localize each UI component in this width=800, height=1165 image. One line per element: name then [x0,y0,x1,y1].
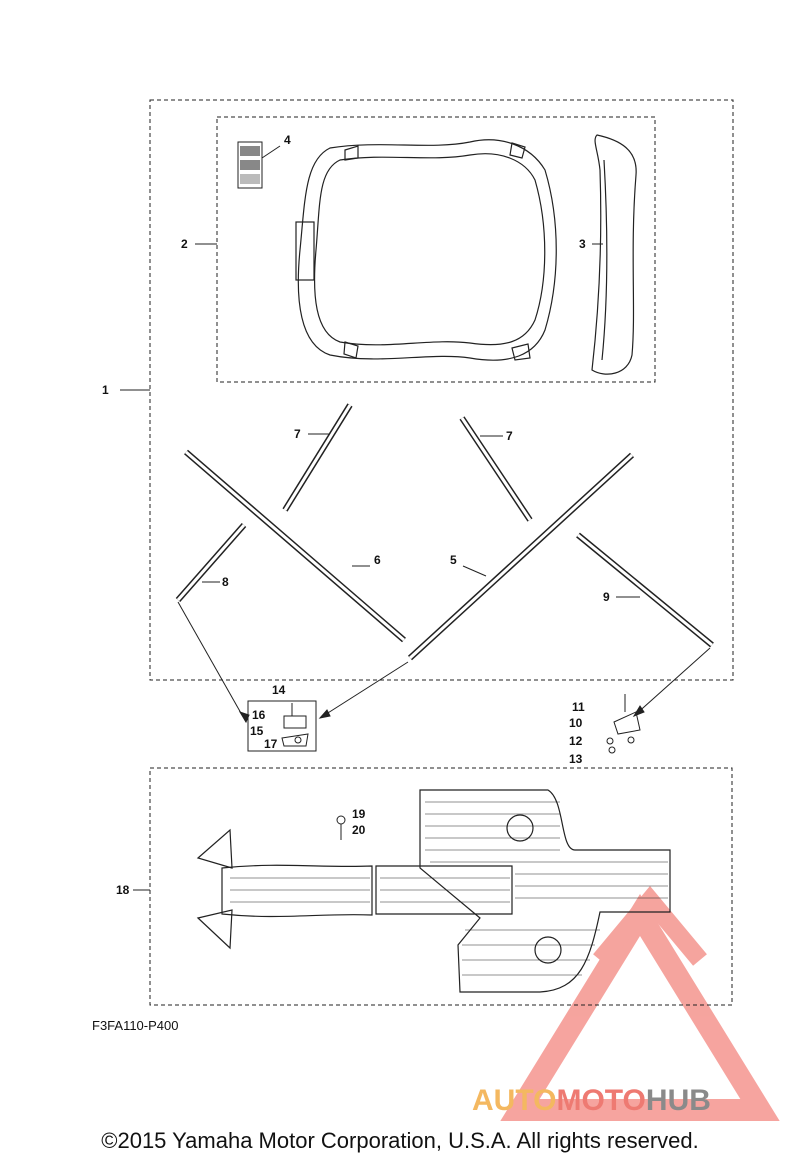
callout-14: 14 [272,683,286,697]
watermark-part-2: MOTO [556,1084,646,1117]
callout-6: 6 [374,553,381,567]
callout-9: 9 [603,590,610,604]
callout-11: 11 [572,700,585,714]
leader-arrows [177,601,711,724]
callout-3: 3 [579,237,586,251]
callout-5: 5 [450,553,457,567]
callout-7b: 7 [506,429,513,443]
callout-leaders [120,145,640,891]
frame-parts [175,403,714,661]
callout-8: 8 [222,575,229,589]
deck-mat-part [196,789,671,993]
bracket-hardware [606,694,641,754]
hinge-hardware [281,703,309,747]
callout-20: 20 [352,823,366,837]
callout-12: 12 [569,734,583,748]
label-part [237,141,263,189]
callout-15: 15 [250,724,264,738]
watermark-part-3: HUB [645,1084,711,1117]
figure-code: F3FA110-P400 [92,1018,178,1033]
callout-2: 2 [181,237,188,251]
watermark-logo-icon [500,885,780,1121]
assembly-box-14 [247,700,317,752]
assembly-box-18 [149,767,733,1006]
callout-4: 4 [284,133,291,147]
callout-10: 10 [569,716,583,730]
callout-16: 16 [252,708,266,722]
assembly-box-2 [216,116,656,383]
callout-7a: 7 [294,427,301,441]
watermark-part-1: AUTO [472,1084,557,1117]
screw-hardware [336,815,346,840]
callout-1: 1 [102,383,109,397]
callout-17: 17 [264,737,278,751]
callout-18: 18 [116,883,130,897]
bimini-top-part [295,139,557,361]
boot-cover-part [591,134,637,375]
callout-13: 13 [569,752,583,766]
copyright-notice: ©2015 Yamaha Motor Corporation, U.S.A. A… [101,1128,699,1153]
callout-19: 19 [352,807,366,821]
watermark-text: AUTOMOTOHUB [472,1084,711,1118]
